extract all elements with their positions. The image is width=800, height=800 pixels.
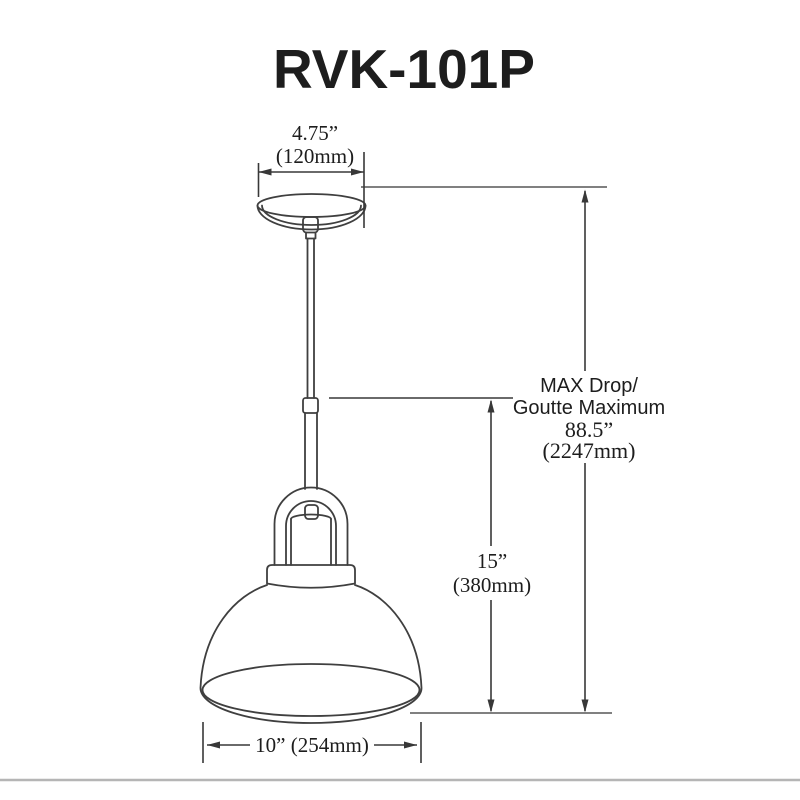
dome-shade: [199, 584, 423, 724]
width-dim-arrow-left: [207, 741, 220, 749]
fixture-height-inches-label: 15”: [477, 549, 507, 573]
max-drop-label-fr: Goutte Maximum: [513, 397, 665, 419]
canopy-cord-grip-stem: [305, 231, 317, 240]
height-dim-arrow-down: [487, 699, 495, 713]
max-drop-label-en: MAX Drop/: [540, 375, 638, 397]
fixture-height-mm-label: (380mm): [453, 573, 531, 597]
shade-width-label: 10” (254mm): [255, 733, 369, 757]
reference-lines: [361, 186, 612, 714]
maxdrop-dim-arrow-down: [581, 699, 589, 713]
cord-rod-connector: [302, 397, 319, 414]
canopy-width-inches-label: 4.75”: [292, 121, 338, 145]
canopy-cord-grip: [302, 216, 319, 234]
loop-outer-arc: [273, 486, 349, 566]
product-model-title: RVK-101P: [273, 38, 535, 100]
socket-top-arc: [290, 513, 332, 520]
dome-opening-rim: [201, 663, 421, 717]
canopy-dim-arrow-right: [351, 168, 364, 176]
fixture-drawing: [199, 193, 423, 724]
dome-outer-silhouette: [199, 584, 423, 724]
width-dim-arrow-right: [404, 741, 417, 749]
dimension-arrowheads: [207, 168, 589, 749]
max-drop-mm-label: (2247mm): [543, 438, 636, 463]
height-dim-arrow-up: [487, 399, 495, 413]
dimension-lines: [202, 152, 586, 763]
loop-inner-arc: [285, 500, 337, 566]
suspension-cord: [306, 237, 315, 399]
stem-rod: [304, 412, 318, 490]
canopy-top-ellipse: [256, 193, 367, 218]
canopy-dim-arrow-left: [258, 168, 272, 176]
max-drop-inches-label: 88.5”: [565, 417, 613, 442]
shade-collar: [266, 564, 356, 589]
canopy-drawing: [256, 193, 367, 240]
canopy-width-mm-label: (120mm): [276, 144, 354, 168]
width-dim-label-backing: [250, 733, 374, 756]
canopy-outer-rim-arc: [256, 204, 367, 231]
socket-assembly: [290, 504, 332, 566]
canopy-inner-rim-arc: [261, 204, 362, 226]
loop-handle: [273, 486, 349, 566]
maxdrop-dim-arrow-up: [581, 189, 589, 203]
socket-nub: [304, 504, 319, 520]
